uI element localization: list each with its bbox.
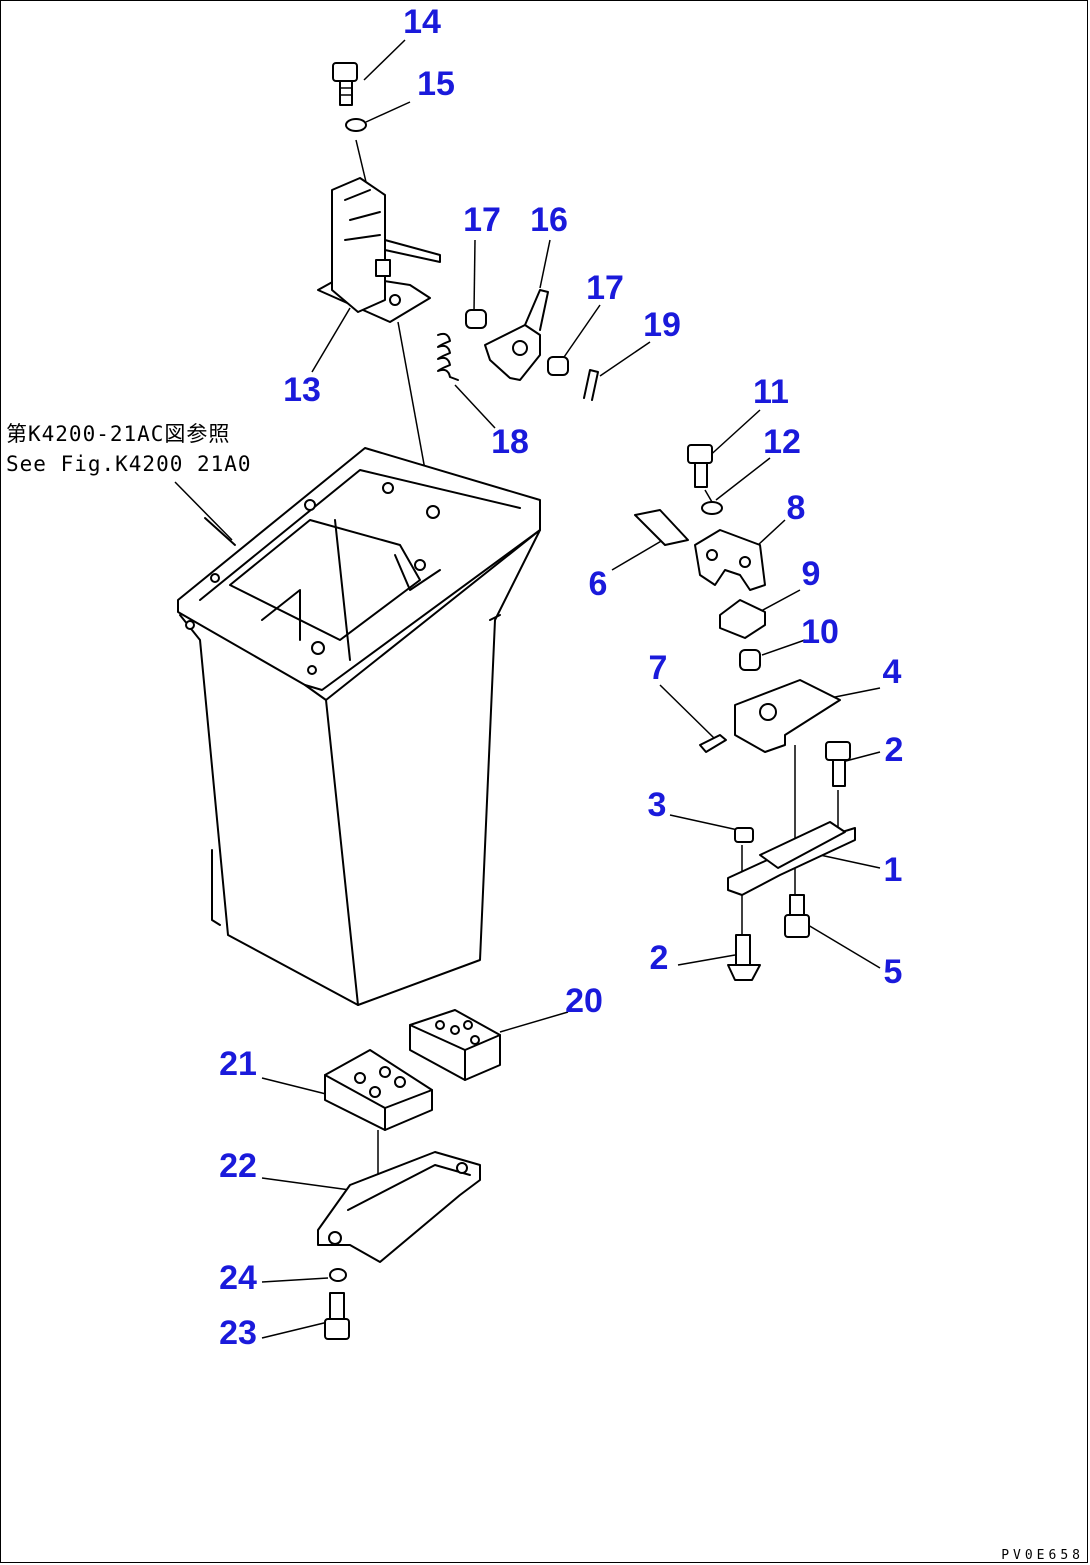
reference-note-english: See Fig.K4200 21A0 (6, 452, 252, 476)
callout-15: 15 (417, 65, 455, 103)
callout-6: 6 (588, 565, 608, 603)
cover-plate-22 (317, 1151, 481, 1263)
lever-16 (484, 289, 549, 381)
callout-24: 24 (219, 1259, 257, 1297)
washer-15 (345, 118, 367, 132)
callout-8: 8 (786, 489, 806, 527)
switch-block-20 (409, 1009, 501, 1081)
bracket-8 (694, 529, 766, 591)
callout-9: 9 (801, 555, 821, 593)
console-box (177, 447, 541, 1006)
bolt-11 (687, 444, 713, 488)
callout-17-lower: 17 (586, 269, 624, 307)
callout-11: 11 (753, 373, 789, 411)
bolt-2-upper (825, 741, 851, 787)
callout-23: 23 (219, 1314, 257, 1352)
callout-14: 14 (403, 3, 441, 41)
washer-12 (701, 501, 723, 515)
callout-17-upper: 17 (463, 201, 501, 239)
bolt-23 (324, 1292, 350, 1340)
drawing-code: PV0E658 (1001, 1548, 1084, 1563)
callout-5: 5 (883, 953, 903, 991)
callout-21: 21 (219, 1045, 257, 1083)
washer-24 (329, 1268, 347, 1282)
lever-bracket (317, 177, 441, 323)
callout-1: 1 (883, 851, 903, 889)
callout-22: 22 (219, 1147, 257, 1185)
bolt-5 (784, 894, 810, 938)
callout-16: 16 (530, 201, 568, 239)
callout-19: 19 (643, 306, 681, 344)
bracket-1 (727, 821, 856, 896)
switch-4 (734, 679, 841, 753)
callout-10: 10 (801, 613, 839, 651)
callout-2-upper: 2 (884, 731, 904, 769)
callout-2-lower: 2 (649, 939, 669, 977)
bush-17-right (547, 356, 569, 376)
cap-10 (739, 649, 761, 671)
spring-18 (437, 332, 459, 381)
pin-6 (634, 509, 689, 546)
bush-17-left (465, 309, 487, 329)
switch-block-21 (324, 1049, 433, 1131)
callout-20: 20 (565, 982, 603, 1020)
callout-3: 3 (647, 786, 667, 824)
callout-13: 13 (283, 371, 321, 409)
nut-3 (734, 827, 754, 843)
bolt-14 (332, 62, 358, 106)
bolt-2-lower (727, 934, 761, 981)
reference-note-japanese: 第K4200-21AC図参照 (6, 422, 231, 446)
callout-18: 18 (491, 423, 529, 461)
callout-4: 4 (882, 653, 902, 691)
key-7 (699, 734, 727, 753)
pin-19 (583, 369, 599, 401)
callout-7: 7 (648, 649, 668, 687)
leader-lines (174, 39, 881, 1339)
callout-12: 12 (763, 423, 801, 461)
block-9 (719, 599, 766, 639)
